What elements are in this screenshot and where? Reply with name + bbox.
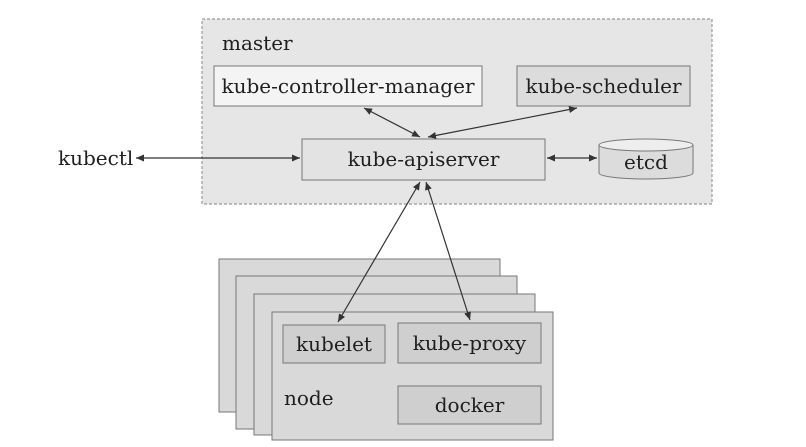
docker-box bbox=[397, 385, 542, 425]
kube-proxy-box bbox=[397, 322, 542, 364]
kubelet-label: kubelet bbox=[296, 332, 372, 356]
arrow-apiserver-kube-proxy bbox=[425, 181, 471, 321]
kube-apiserver-box bbox=[301, 138, 546, 181]
kube-controller-manager-label: kube-controller-manager bbox=[221, 74, 475, 98]
master-label: master bbox=[222, 31, 293, 55]
node-label: node bbox=[284, 386, 334, 410]
arrow-apiserver-kubelet bbox=[337, 181, 421, 323]
arrow-scheduler-apiserver bbox=[427, 106, 578, 139]
etcd-cylinder bbox=[598, 138, 694, 180]
kube-proxy-label: kube-proxy bbox=[412, 331, 527, 355]
kubectl-label: kubectl bbox=[58, 146, 134, 170]
arrow-controller-manager-apiserver bbox=[363, 107, 421, 138]
kube-apiserver-label: kube-apiserver bbox=[347, 147, 500, 171]
kube-scheduler-label: kube-scheduler bbox=[525, 74, 682, 98]
etcd-label: etcd bbox=[624, 150, 668, 174]
kube-scheduler-box bbox=[516, 65, 691, 107]
docker-label: docker bbox=[434, 393, 505, 417]
kubelet-box bbox=[282, 324, 386, 364]
kube-controller-manager-box bbox=[213, 65, 483, 107]
